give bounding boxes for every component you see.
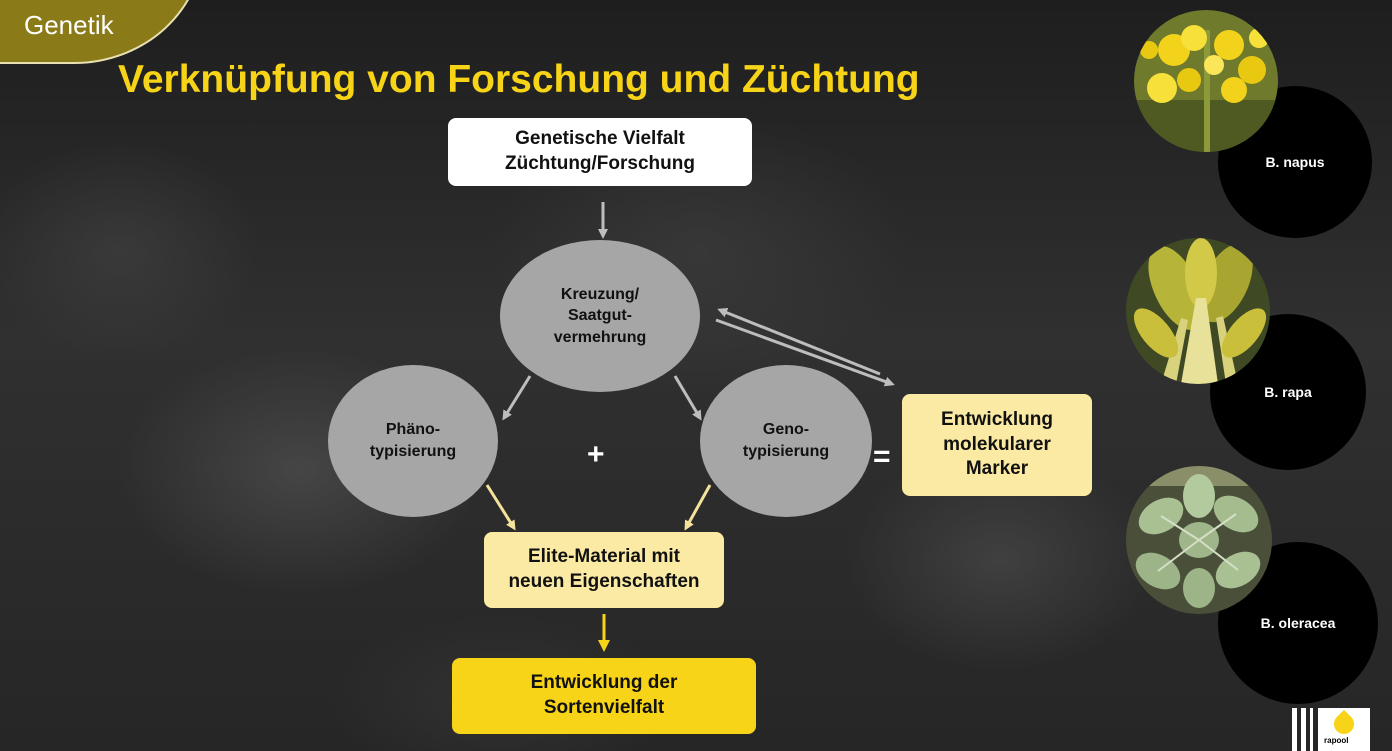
arrow-phenotyping-to-elite [485, 484, 516, 531]
crossing-ellipse: Kreuzung/ Saatgut- vermehrung [500, 240, 700, 392]
genotyping-line2: typisierung [742, 443, 830, 460]
section-tab-label: Genetik [24, 10, 114, 40]
species-oleracea-photo [1126, 466, 1272, 614]
marker-line2: molekularer [943, 433, 1051, 455]
genetic-diversity-line2: Züchtung/Forschung [505, 153, 695, 174]
arrow-crossing-to-phenotyping [502, 375, 532, 421]
yellow-flowers-image [1134, 10, 1278, 152]
crossing-line2: Saatgut- [568, 307, 632, 325]
arrow-genotyping-to-elite [684, 484, 712, 531]
species-napus-label: B. napus [1265, 154, 1325, 170]
footer-stripe [1292, 708, 1297, 751]
green-leaves-image [1126, 466, 1272, 614]
marker-line3: Marker [965, 458, 1029, 480]
genotyping-ellipse: Geno- typisierung [700, 365, 872, 517]
species-oleracea-label-circle: B. oleracea [1218, 542, 1378, 704]
genotyping-line1: Geno- [762, 421, 810, 439]
footer-stripe [1301, 708, 1306, 751]
phenotyping-line2: typisierung [369, 443, 457, 460]
arrow-marker-to-crossing [717, 307, 881, 376]
elite-line1: Elite-Material mit [527, 546, 681, 568]
crossing-line1: Kreuzung/ [560, 285, 640, 303]
drop-icon [1329, 709, 1359, 739]
variety-line1: Entwicklung der [530, 672, 678, 694]
elite-material-box: Elite-Material mit neuen Eigenschaften [484, 532, 724, 608]
rapool-logo: rapool [1318, 708, 1370, 751]
species-rapa-label: B. rapa [1264, 384, 1312, 400]
footer-stripe [1310, 708, 1313, 751]
equals-sign: = [873, 440, 891, 473]
phenotyping-ellipse: Phäno- typisierung [328, 365, 498, 517]
logo-text: rapool [1324, 736, 1349, 745]
slide-title: Verknüpfung von Forschung und Züchtung [118, 58, 920, 101]
species-napus-photo [1134, 10, 1278, 152]
molecular-marker-box: Entwicklung molekularer Marker [902, 394, 1092, 496]
arrow-crossing-to-marker [715, 318, 895, 387]
genetic-diversity-line1: Genetische Vielfalt [515, 128, 685, 150]
marker-line1: Entwicklung [941, 408, 1053, 430]
variety-development-box: Entwicklung der Sortenvielfalt [452, 658, 756, 734]
species-rapa-photo [1126, 238, 1270, 384]
genetic-diversity-box: Genetische Vielfalt Züchtung/Forschung [448, 118, 752, 186]
variety-line2: Sortenvielfalt [543, 697, 665, 718]
species-oleracea-label: B. oleracea [1260, 615, 1336, 631]
yellow-green-stems-image [1126, 238, 1270, 384]
arrow-crossing-to-genotyping [673, 375, 702, 421]
elite-line2: neuen Eigenschaften [508, 571, 700, 592]
phenotyping-line1: Phäno- [385, 421, 441, 439]
plus-sign: + [587, 438, 605, 471]
crossing-line3: vermehrung [553, 328, 647, 346]
